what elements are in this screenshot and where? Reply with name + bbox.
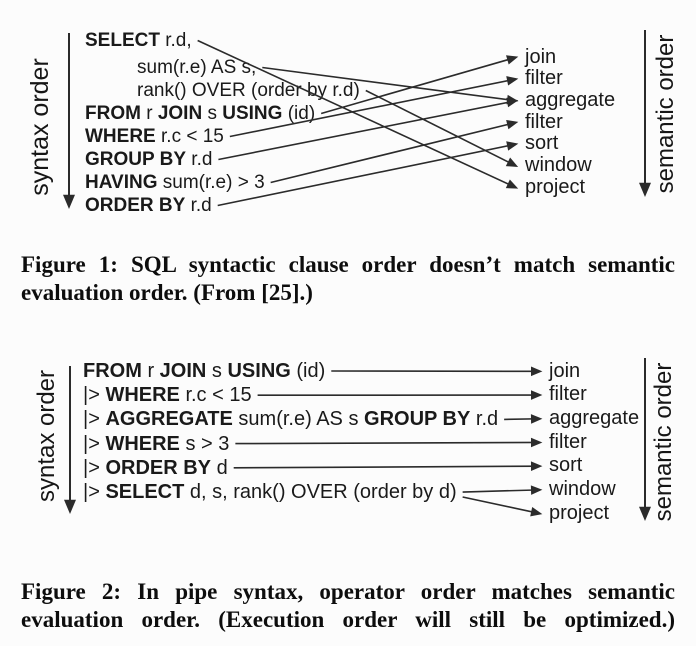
sql-clause-row: |> SELECT d, s, rank() OVER (order by d)	[83, 480, 498, 504]
semantic-operator-label: join	[525, 45, 557, 68]
sql-keyword: WHERE	[105, 384, 180, 407]
semantic-operator-label: window	[549, 478, 616, 501]
sql-clause-row: |> WHERE r.c < 15	[83, 383, 498, 407]
semantic-operator-label: sort	[549, 454, 583, 477]
sql-text: |>	[83, 408, 106, 431]
semantic-operator-label: filter	[549, 383, 587, 406]
sql-keyword: GROUP BY	[85, 149, 187, 170]
fig1-syntax-order-axis-label: syntax order	[26, 58, 54, 196]
sql-text: r	[141, 360, 160, 382]
sql-text: s > 3	[179, 432, 230, 455]
sql-text: sum(r.e) > 3	[157, 172, 265, 193]
sql-text: |>	[83, 481, 106, 504]
fig2-sql-clause-list: FROM r JOIN s USING (id)|> WHERE r.c < 1…	[83, 359, 498, 504]
sql-clause-row: |> AGGREGATE sum(r.e) AS s GROUP BY r.d	[83, 407, 498, 431]
sql-clause-row: FROM r JOIN s USING (id)	[83, 359, 498, 383]
sql-text: sum(r.e) AS s	[232, 408, 365, 431]
sql-keyword: ORDER BY	[105, 456, 212, 479]
semantic-operator-label: filter	[525, 110, 563, 133]
semantic-operator-label: project	[525, 175, 586, 198]
sql-clause-row: rank() OVER (order by r.d)	[85, 79, 360, 102]
sql-text: s	[202, 103, 223, 124]
figure1-caption: Figure 1: SQL syntactic clause order doe…	[21, 251, 675, 307]
sql-keyword: SELECT	[105, 481, 185, 504]
sql-text: sum(r.e) AS s,	[137, 57, 257, 78]
sql-clause-row: |> ORDER BY d	[83, 456, 498, 480]
semantic-operator-label: join	[549, 359, 581, 382]
sql-text: |>	[83, 384, 106, 407]
sql-clause-row: ORDER BY r.d	[85, 194, 360, 217]
sql-text: (id)	[290, 360, 326, 382]
sql-text: r.d	[186, 149, 213, 170]
sql-text: |>	[83, 432, 106, 455]
sql-keyword: WHERE	[105, 432, 180, 455]
sql-clause-row: SELECT r.d,	[85, 29, 360, 52]
sql-keyword: USING	[222, 103, 283, 124]
sql-text: r	[140, 103, 158, 124]
sql-text: (id)	[282, 103, 316, 124]
sql-keyword: FROM	[85, 103, 141, 124]
sql-keyword: FROM	[83, 360, 142, 382]
sql-keyword: JOIN	[157, 103, 203, 124]
sql-keyword: HAVING	[85, 172, 158, 193]
fig1-sql-clause-list: SELECT r.d, sum(r.e) AS s,rank() OVER (or…	[85, 29, 360, 217]
fig2-semantic-order-axis-label: semantic order	[650, 362, 677, 522]
sql-clause-row: GROUP BY r.d	[85, 148, 360, 171]
sql-text: r.d	[470, 408, 499, 431]
sql-text: d	[211, 456, 228, 479]
semantic-operator-label: aggregate	[549, 406, 640, 429]
sql-clause-row: FROM r JOIN s USING (id)	[85, 102, 360, 125]
sql-text: r.c < 15	[155, 126, 224, 147]
fig2-syntax-order-axis-label: syntax order	[33, 369, 60, 503]
sql-text: rank() OVER (order by r.d)	[137, 80, 360, 101]
figure2-caption-line1: Figure 2: In pipe syntax, operator order…	[21, 579, 675, 604]
sql-keyword: WHERE	[85, 126, 156, 147]
semantic-operator-label: sort	[525, 132, 559, 155]
sql-text: r.d,	[159, 30, 192, 51]
sql-keyword: AGGREGATE	[105, 408, 233, 431]
sql-text: r.c < 15	[179, 384, 252, 407]
sql-keyword: SELECT	[85, 30, 160, 51]
sql-text: d, s, rank() OVER (order by d)	[184, 481, 457, 504]
semantic-operator-label: filter	[525, 67, 563, 90]
sql-keyword: JOIN	[159, 360, 207, 382]
figure1-caption-line2: evaluation order. (From [25].)	[21, 280, 313, 305]
clause-to-operator-arrow	[504, 414, 543, 424]
fig1-semantic-order-axis-label: semantic order	[652, 34, 679, 194]
sql-clause-row: WHERE r.c < 15	[85, 125, 360, 148]
semantic-operator-label: window	[525, 154, 592, 177]
sql-keyword: USING	[227, 360, 291, 382]
sql-clause-row: |> WHERE s > 3	[83, 432, 498, 456]
semantic-operator-label: filter	[549, 430, 587, 453]
sql-clause-row: HAVING sum(r.e) > 3	[85, 171, 360, 194]
sql-text: r.d	[185, 195, 212, 216]
sql-keyword: ORDER BY	[85, 195, 186, 216]
sql-keyword: GROUP BY	[364, 408, 471, 431]
clause-to-operator-arrow	[365, 89, 519, 167]
sql-text: |>	[83, 456, 106, 479]
sql-text: s	[206, 360, 228, 382]
semantic-operator-label: project	[549, 501, 610, 524]
sql-clause-row: sum(r.e) AS s,	[85, 56, 360, 79]
figure2-caption: Figure 2: In pipe syntax, operator order…	[21, 578, 675, 634]
semantic-operator-label: aggregate	[525, 88, 616, 111]
figure2-caption-line2: evaluation order. (Execution order will …	[21, 607, 675, 632]
figure1-caption-line1: Figure 1: SQL syntactic clause order doe…	[21, 252, 675, 277]
